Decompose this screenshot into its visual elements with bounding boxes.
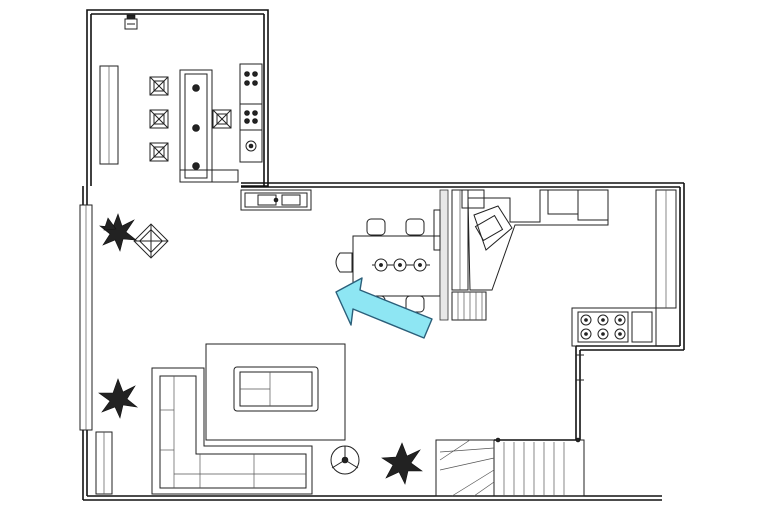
ceiling-fan-icon <box>330 445 360 475</box>
stove-icon <box>571 307 657 347</box>
plant-icon <box>98 378 139 419</box>
direction-arrow-icon <box>335 277 433 339</box>
plant-icon <box>99 213 137 252</box>
lamp-icon <box>124 14 138 30</box>
sofa <box>151 367 313 495</box>
plant-icon <box>381 442 423 485</box>
coffee-table <box>233 366 319 412</box>
area-rug <box>205 343 346 441</box>
kitchen-counters <box>433 189 677 321</box>
kitchen-island <box>179 69 213 183</box>
dining-table <box>335 218 441 313</box>
upper-room <box>124 14 263 183</box>
stool-icon <box>149 76 232 162</box>
stairwell <box>435 437 585 497</box>
sink-icon <box>240 189 312 211</box>
doors <box>576 354 584 381</box>
stove-icon <box>239 63 263 163</box>
side-table <box>133 223 169 259</box>
windows <box>79 65 119 495</box>
chair-icon <box>335 252 353 273</box>
